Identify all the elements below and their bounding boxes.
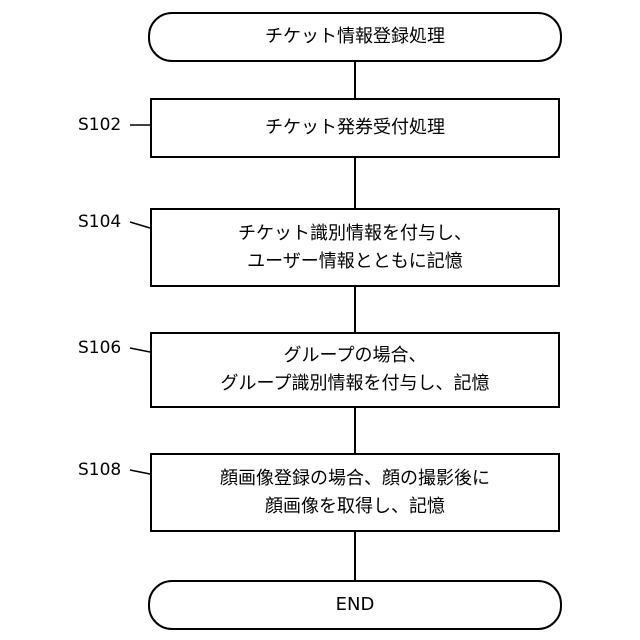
process-text-line: チケット発券受付処理: [265, 114, 445, 142]
step-id-s104: S104: [78, 212, 121, 232]
end-label: END: [336, 591, 375, 619]
leader-line-s106: [130, 348, 150, 352]
step-id-s106: S106: [78, 338, 121, 358]
step-id-s108: S108: [78, 460, 121, 480]
process-box-s102: チケット発券受付処理: [150, 98, 560, 158]
process-text-line: ユーザー情報とともに記憶: [247, 248, 463, 276]
process-box-s106: グループの場合、 グループ識別情報を付与し、記憶: [150, 332, 560, 408]
start-label: チケット情報登録処理: [265, 23, 445, 51]
process-box-s104: チケット識別情報を付与し、 ユーザー情報とともに記憶: [150, 208, 560, 287]
start-terminal: チケット情報登録処理: [148, 12, 562, 62]
process-text-line: 顔画像を取得し、記憶: [265, 493, 445, 521]
process-text-line: グループ識別情報を付与し、記憶: [221, 370, 490, 398]
step-id-s102: S102: [78, 115, 121, 135]
process-text-line: 顔画像登録の場合、顔の撮影後に: [220, 465, 490, 493]
process-text-line: グループの場合、: [284, 342, 427, 370]
process-text-line: チケット識別情報を付与し、: [238, 220, 472, 248]
leader-line-s104: [130, 222, 150, 228]
end-terminal: END: [148, 580, 562, 630]
leader-line-s108: [130, 470, 150, 474]
process-box-s108: 顔画像登録の場合、顔の撮影後に 顔画像を取得し、記憶: [150, 453, 560, 532]
